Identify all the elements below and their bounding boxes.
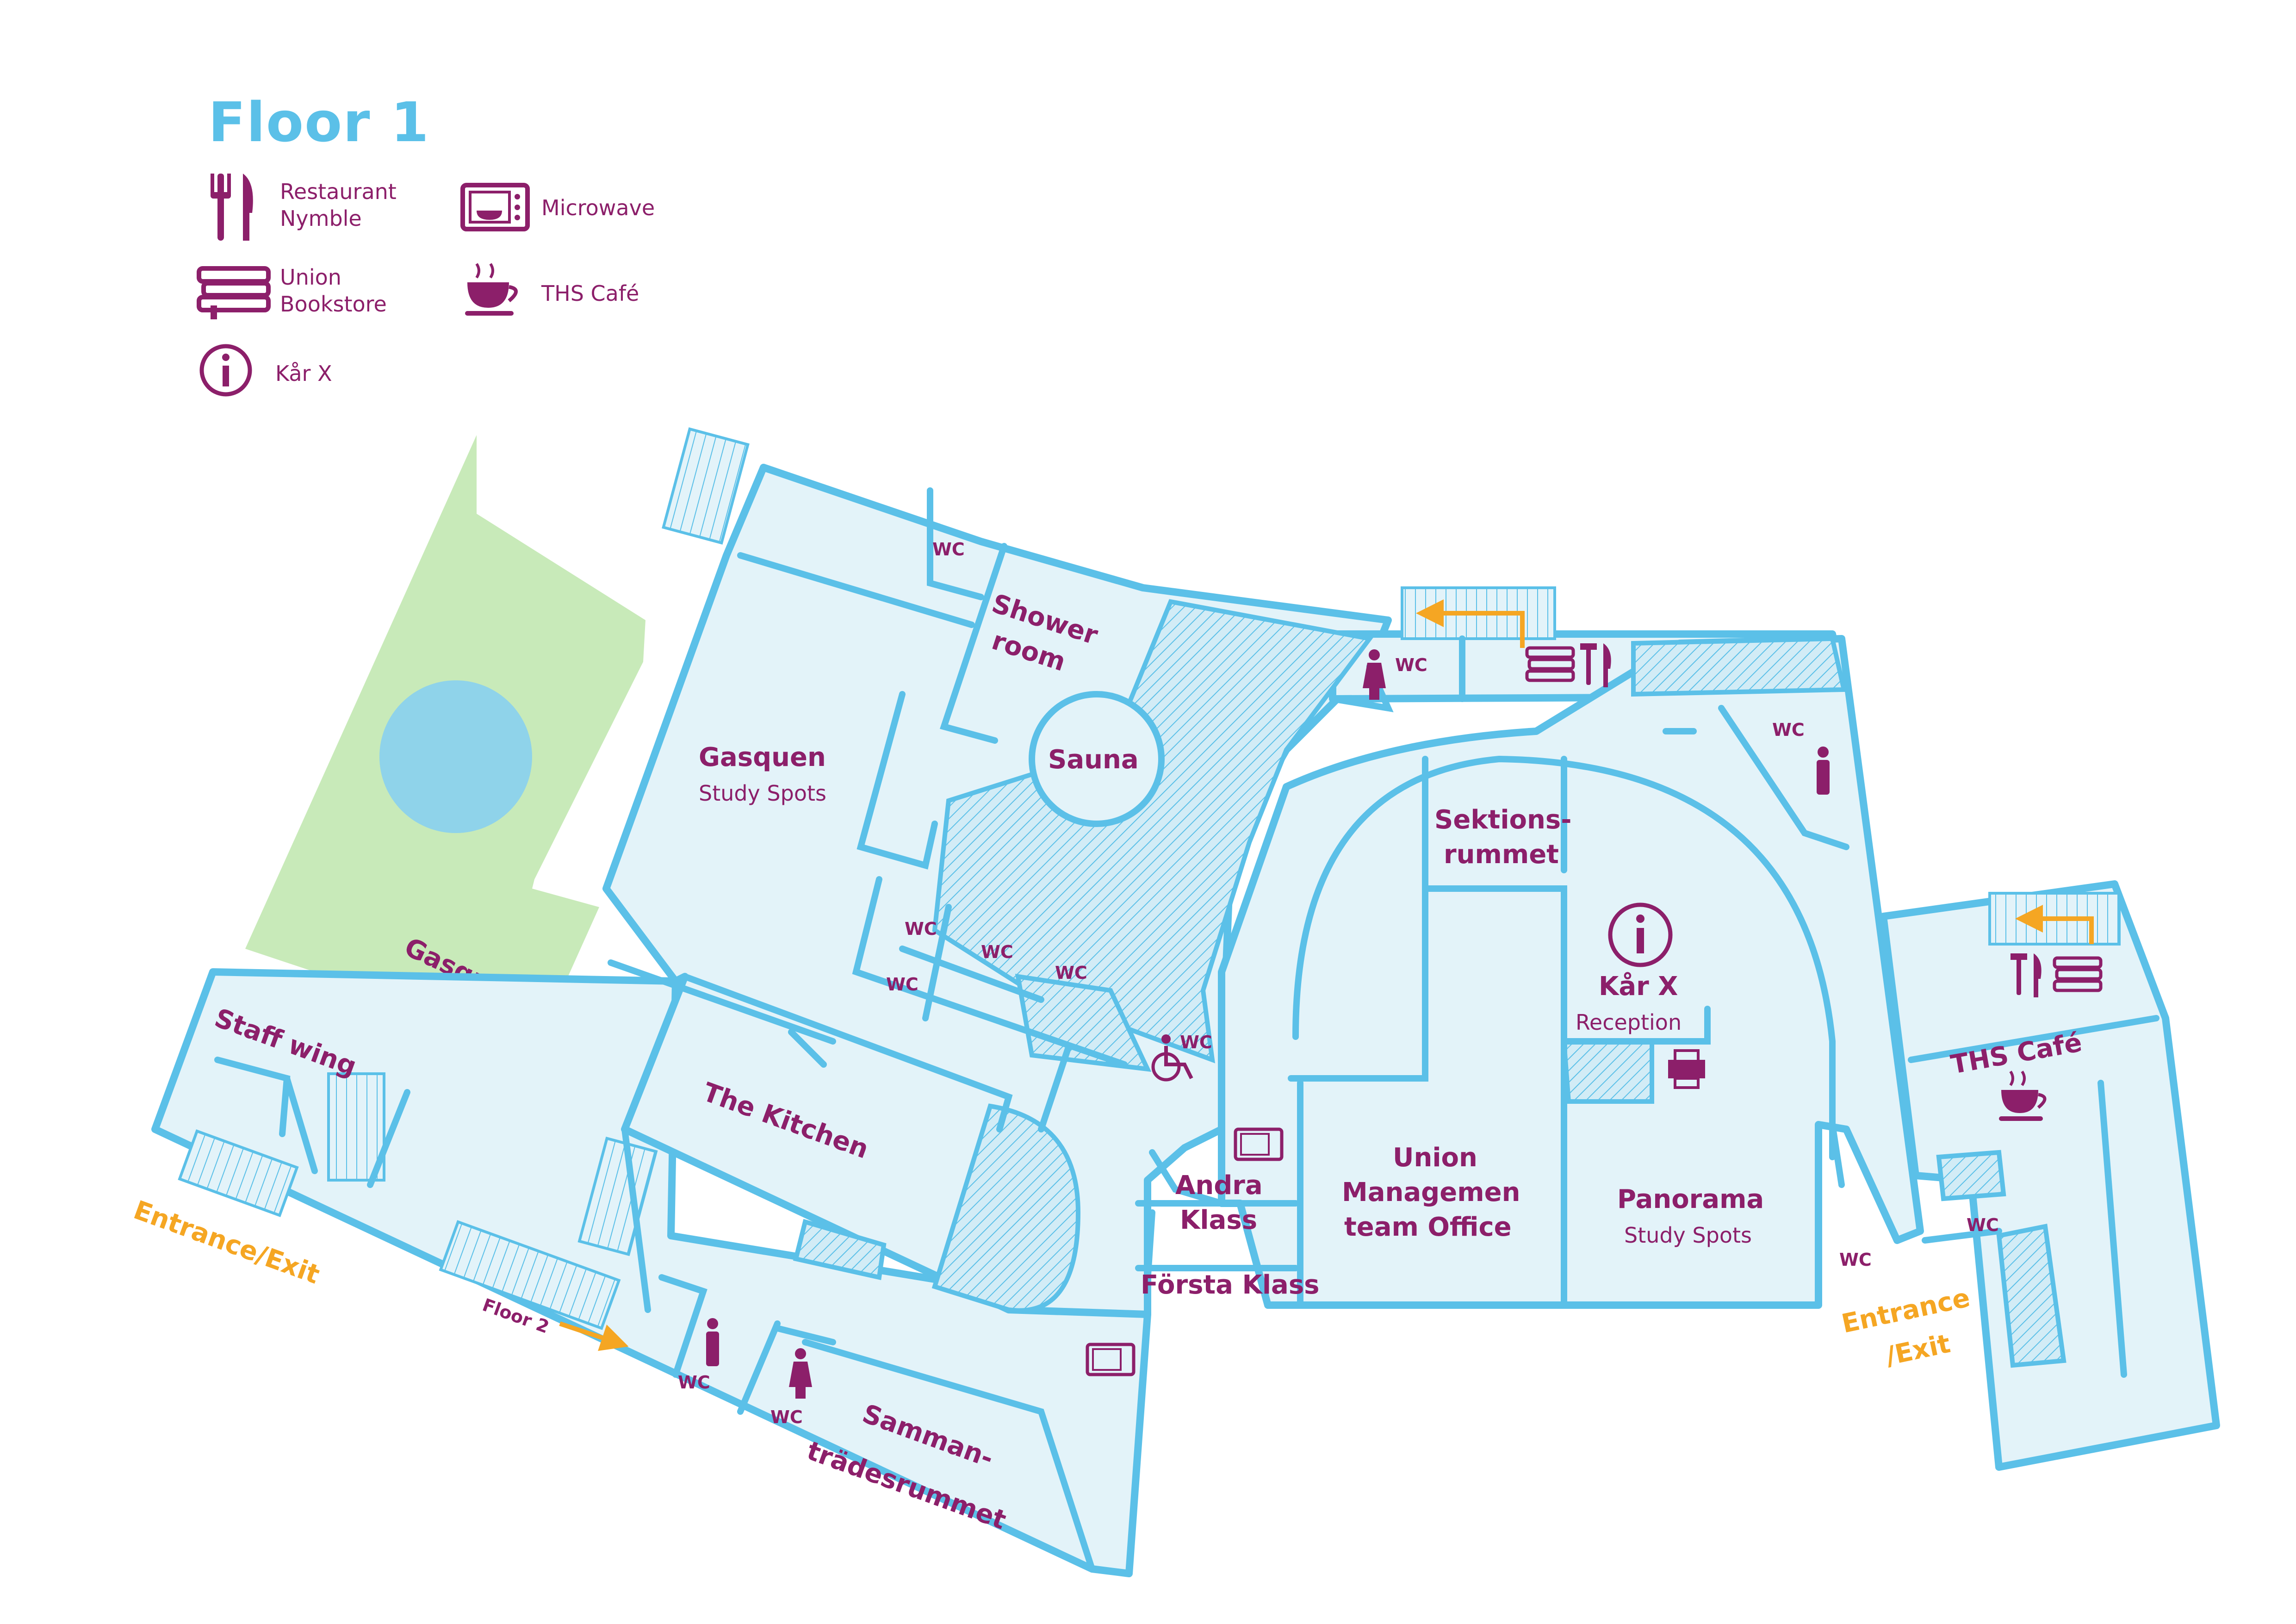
legend-restaurant: Restaurant Nymble [280,178,397,232]
stairs-west-entrance [178,1129,299,1217]
cafe-icon [1999,1070,2047,1121]
wheelchair-icon [1151,1034,1193,1082]
wc-label: WC [770,1407,803,1427]
label-panorama-sub: Study Spots [1624,1223,1752,1248]
bookstore-icon [2053,956,2103,992]
stairs-central-west [577,1137,658,1256]
microwave-icon [460,183,530,231]
wc-label: WC [678,1372,710,1393]
label-sektions-2: rummet [1444,840,1559,870]
legend-cafe: THS Café [541,281,639,306]
wc-label: WC [1055,963,1087,983]
stairs-staff [327,1072,385,1182]
cafe-icon [465,263,518,316]
printer-icon [1668,1049,1705,1089]
microwave-icon [1086,1343,1136,1376]
wc-label: WC [905,919,937,939]
toilet-male-icon [1817,747,1830,795]
label-andra-2: Klass [1180,1205,1257,1235]
central-block [1218,635,1924,1309]
info-icon [199,344,252,397]
hatched-reception [1561,1039,1654,1104]
legend-microwave: Microwave [541,195,655,220]
sauna-room [1029,691,1165,827]
legend-bookstore: Union Bookstore [280,264,387,317]
wc-label: WC [1839,1250,1872,1270]
label-entrance-right-2: /Exit [1883,1329,1953,1372]
label-union-2: Managemen [1342,1177,1520,1207]
label-gasquen-sub: Study Spots [699,781,826,806]
hatched-east-tall [1996,1224,2066,1368]
toilet-female-icon [1363,649,1386,700]
wc-label: WC [1395,655,1427,675]
toilet-female-icon [789,1348,812,1399]
east-wing [1880,880,2220,1471]
info-icon [1608,902,1673,967]
label-union-3: team Office [1344,1212,1512,1242]
arrow-north-stairs [1416,599,1525,648]
pond [379,680,532,833]
microwave-icon [1234,1127,1284,1161]
label-sektions-1: Sektions- [1434,805,1571,835]
label-andra-1: Andra [1175,1170,1263,1201]
wc-label: WC [1180,1032,1212,1052]
legend-info: Kår X [275,361,332,386]
legend-bookstore-line1: Union [280,265,341,290]
restaurant-icon [2011,953,2042,997]
toilet-male-icon [706,1318,719,1366]
legend-bookstore-line2: Bookstore [280,292,387,317]
wc-label: WC [1772,720,1805,740]
label-entrance-left: Entrance/Exit [130,1195,323,1290]
gasqparken-park [245,435,645,1046]
restaurant-icon [211,174,253,241]
legend-restaurant-line2: Nymble [280,206,362,231]
label-forsta: Första Klass [1141,1270,1320,1300]
bookstore-icon [1525,646,1575,682]
label-sauna: Sauna [1048,745,1139,775]
stairs-floor2 [439,1220,621,1330]
label-panorama: Panorama [1617,1184,1764,1214]
wc-label: WC [886,974,918,995]
label-union-1: Union [1393,1143,1477,1173]
restaurant-icon [1580,643,1611,687]
label-gasquen: Gasquen [699,742,826,772]
arrow-floor2 [559,1321,629,1351]
hatched-kitchen-area [931,1103,1081,1313]
wc-label: WC [981,942,1013,962]
bookstore-icon [197,266,271,319]
wc-label: WC [1967,1215,1999,1235]
label-entrance-right-1: Entrance [1839,1283,1973,1339]
label-reception: Reception [1576,1010,1682,1035]
inner-walls [214,487,2159,1572]
legend-restaurant-line1: Restaurant [280,179,397,204]
hatched-north-east [1631,636,1847,697]
arrow-east-stairs [2015,905,2094,944]
wc-label: WC [932,539,965,560]
label-karx: Kår X [1599,971,1678,1002]
stairs-north-west [662,427,750,545]
hatched-kitchen-small [793,1219,887,1281]
map-title: Floor 1 [208,90,430,154]
hatched-east-small [1936,1150,2006,1201]
